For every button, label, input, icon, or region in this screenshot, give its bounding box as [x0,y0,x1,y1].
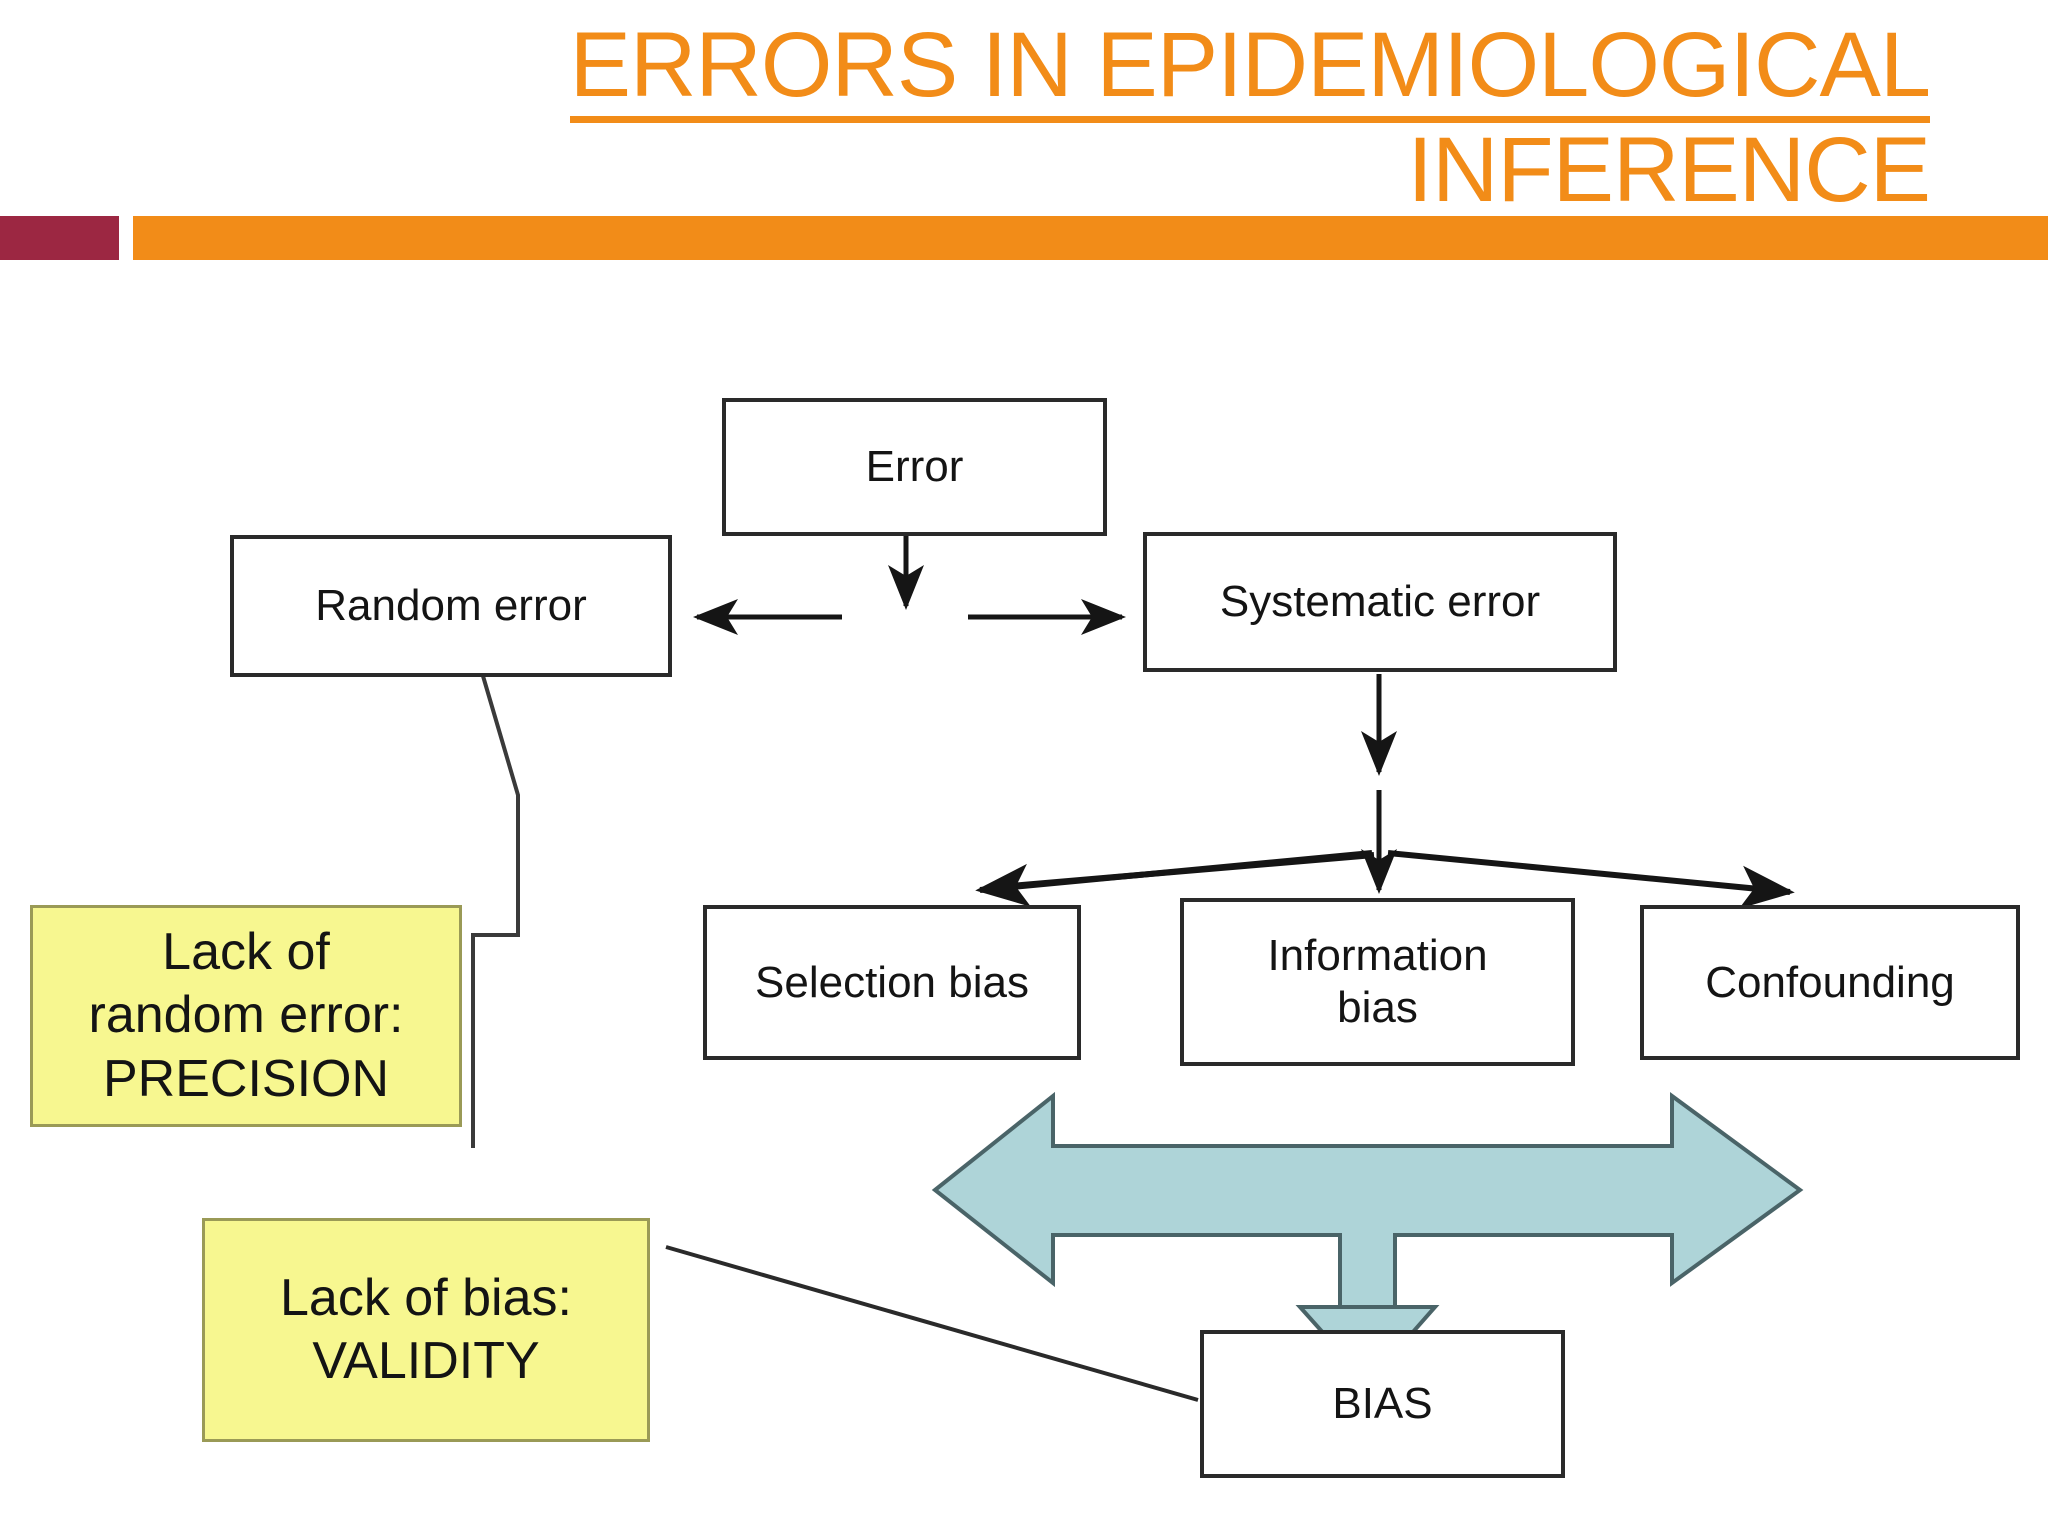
node-systematic-error-label: Systematic error [1219,577,1541,627]
edge-systematic-to-selection-line [985,852,1375,891]
callout-precision-line1: Lack of [162,922,330,981]
page-title: ERRORS IN EPIDEMIOLOGICAL INFERENCE [110,17,1931,228]
node-information-bias-line1: Information [1267,931,1488,981]
node-bias-label: BIAS [1332,1379,1433,1429]
callout-precision[interactable]: Lack of random error: PRECISION [30,905,462,1127]
node-information-bias-line2: bias [1337,983,1418,1032]
node-error-label: Error [865,442,964,492]
callout-precision-text: Lack of random error: PRECISION [89,921,404,1111]
node-selection-bias[interactable]: Selection bias [703,905,1081,1060]
node-information-bias[interactable]: Information bias [1180,898,1575,1066]
callout-validity-line1: Lack of bias: [280,1268,572,1327]
node-bias[interactable]: BIAS [1200,1330,1565,1478]
accent-bar-right-block [133,216,2048,260]
node-confounding-label: Confounding [1705,957,1955,1007]
edge-systematic-to-selection [975,850,1373,907]
title-line-1: ERRORS IN EPIDEMIOLOGICAL [110,17,1931,123]
edge-random-to-precision [471,675,520,1148]
node-information-bias-label: Information bias [1267,930,1487,1034]
title-line-2: INFERENCE [110,122,1931,228]
title-line-1-text: ERRORS IN EPIDEMIOLOGICAL [569,17,1931,123]
edge-validity-to-bias [665,1245,1199,1402]
node-error[interactable]: Error [722,398,1107,536]
node-random-error-label: Random error [315,581,587,631]
node-systematic-error[interactable]: Systematic error [1143,532,1617,672]
callout-precision-line3: PRECISION [102,1049,390,1108]
callout-validity-line2: VALIDITY [312,1332,540,1390]
node-random-error[interactable]: Random error [230,535,672,677]
accent-bar-left-block [0,216,119,260]
node-selection-bias-label: Selection bias [755,957,1029,1007]
title-line-2-text: INFERENCE [1407,122,1931,228]
callout-precision-line2: random error: [88,986,404,1045]
edge-systematic-to-confounding [1387,850,1795,909]
node-confounding[interactable]: Confounding [1640,905,2020,1060]
callout-validity-text: Lack of bias: VALIDITY [280,1267,572,1394]
callout-validity[interactable]: Lack of bias: VALIDITY [202,1218,650,1442]
